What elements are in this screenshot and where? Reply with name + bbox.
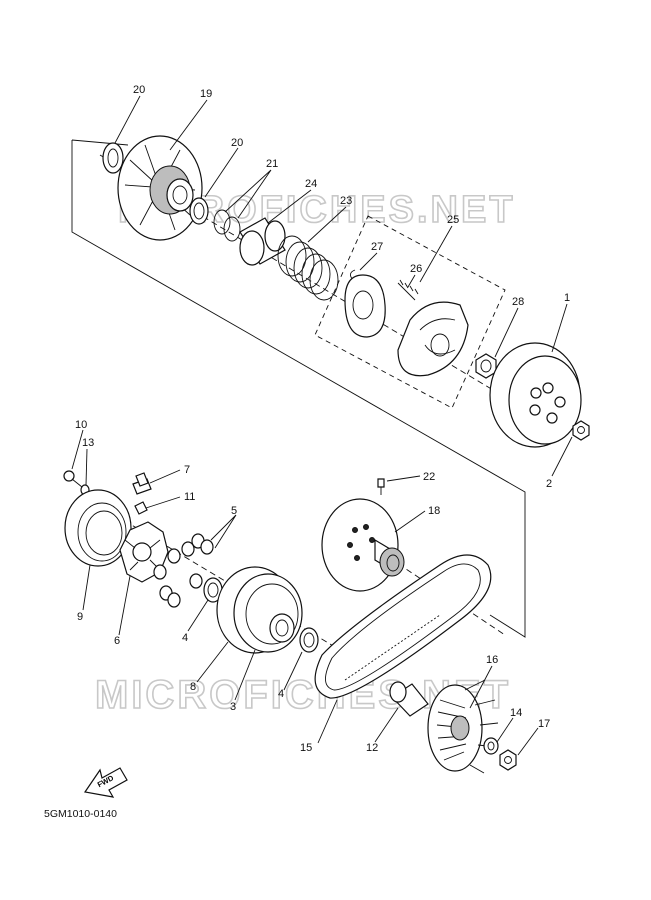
leader-lines [71, 95, 573, 756]
callout-6: 6 [114, 635, 120, 647]
callout-26: 26 [410, 263, 422, 275]
callout-23: 23 [340, 195, 352, 207]
callout-28: 28 [512, 296, 524, 308]
weight-rollers-part [153, 533, 214, 608]
callout-10: 10 [75, 419, 87, 431]
clutch-housing-part [489, 342, 582, 448]
upper-assembly-outline [71, 139, 526, 638]
compression-spring-part [277, 235, 339, 301]
callout-5: 5 [231, 505, 237, 517]
callout-4-left: 4 [182, 632, 188, 644]
fixed-sheave-part [321, 498, 405, 592]
o-ring-pair-part [213, 209, 241, 242]
bolt-part [63, 470, 83, 488]
callout-20-second: 20 [231, 137, 243, 149]
callout-24: 24 [305, 178, 317, 190]
callout-8: 8 [190, 681, 196, 693]
callout-17: 17 [538, 718, 550, 730]
housing-nut-part [572, 420, 590, 441]
callout-16: 16 [486, 654, 498, 666]
fwd-arrow-icon: FWD [83, 767, 128, 798]
callout-15: 15 [300, 742, 312, 754]
oil-seal-part [102, 142, 124, 174]
spring-pin-part [397, 279, 419, 301]
collar-right-part [299, 627, 319, 653]
oil-seal-2-part [189, 197, 209, 225]
collar-tube-part [389, 681, 429, 717]
diagram-code: 5GM1010-0140 [44, 808, 117, 820]
washer-14-part [483, 737, 499, 755]
grease-nipple-part [377, 478, 385, 495]
clutch-plate-part [344, 274, 386, 338]
slider-part [132, 472, 152, 495]
callout-11: 11 [184, 491, 195, 503]
callout-13: 13 [82, 437, 94, 449]
clutch-assembly-box [314, 215, 506, 409]
sliding-sheave-part [117, 135, 203, 241]
callout-2: 2 [546, 478, 552, 490]
sheave-nut-part [499, 749, 517, 771]
callout-1: 1 [564, 292, 570, 304]
guide-collar-part [239, 217, 286, 266]
primary-sheave-part [216, 566, 303, 654]
primary-cover-part [64, 489, 132, 567]
callout-9: 9 [77, 611, 83, 623]
callout-7: 7 [184, 464, 190, 476]
callout-25: 25 [447, 214, 459, 226]
callout-14: 14 [510, 707, 522, 719]
callout-12: 12 [366, 742, 378, 754]
fan-sheave-part [427, 679, 499, 774]
callout-20: 20 [133, 84, 145, 96]
callout-19: 19 [200, 88, 212, 100]
callout-21: 21 [266, 158, 278, 170]
clutch-shoe-assembly-part [397, 301, 469, 377]
callout-22: 22 [423, 471, 435, 483]
callout-27: 27 [371, 241, 383, 253]
slider-piece-part [134, 501, 148, 515]
v-belt-part [314, 554, 492, 699]
callout-18: 18 [428, 505, 440, 517]
callout-4-right: 4 [278, 688, 284, 700]
callout-3: 3 [230, 701, 236, 713]
